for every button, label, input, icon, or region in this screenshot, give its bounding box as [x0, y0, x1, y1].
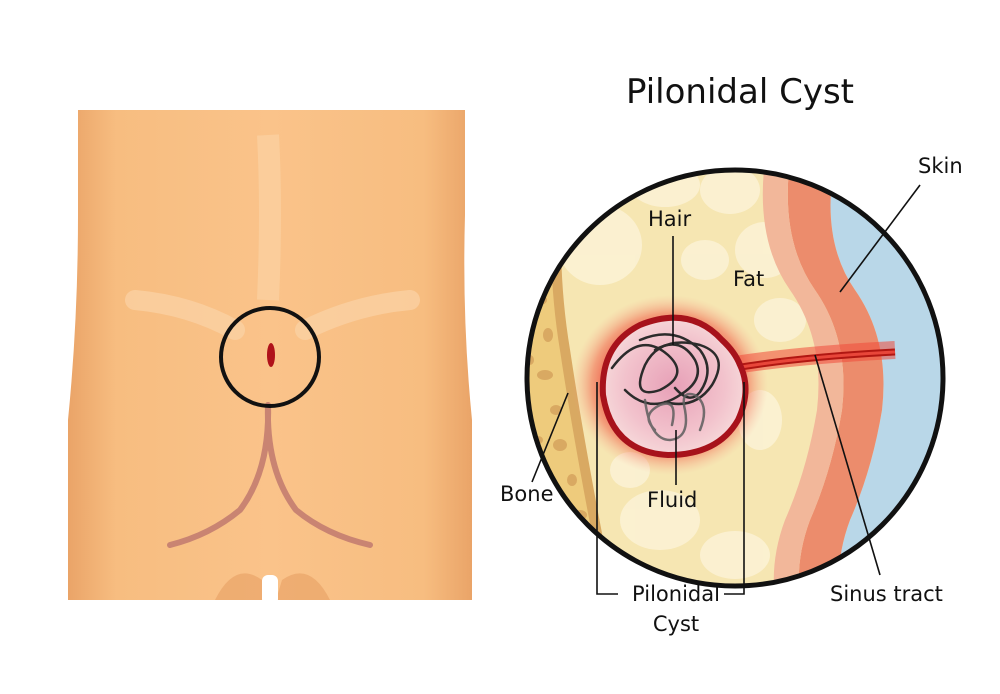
diagram-title: Pilonidal Cyst [625, 72, 855, 112]
label-sinus-tract: Sinus tract [830, 582, 943, 606]
hair-tangle [610, 333, 720, 406]
spine-highlight [257, 134, 281, 301]
cyst-leader-left [596, 382, 618, 595]
label-skin: Skin [918, 154, 963, 178]
skin-layer [787, 170, 884, 586]
dermis-layer [762, 170, 844, 586]
magnify-ring [219, 306, 321, 408]
bone-leader [531, 392, 569, 483]
label-fat: Fat [733, 267, 765, 291]
label-bone: Bone [500, 482, 554, 506]
label-fluid: Fluid [647, 488, 698, 512]
cyst-sac [599, 314, 749, 459]
right-thigh-shadow [276, 573, 330, 600]
right-dimple-highlight [295, 290, 420, 340]
cyst-leader-right [724, 382, 745, 595]
right-gluteal-line [264, 402, 373, 548]
skin-leader [839, 184, 921, 293]
label-cyst-line1: Pilonidal [632, 582, 720, 606]
torso-illustration [68, 110, 472, 605]
label-hair: Hair [648, 207, 692, 231]
left-dimple-highlight [125, 290, 245, 340]
sinus-opening [267, 343, 275, 367]
magnified-view-border [524, 167, 946, 589]
sinus-tract-leader [814, 354, 881, 576]
leader-lines [531, 184, 921, 595]
cross-section [527, 170, 943, 586]
leg-gap [262, 575, 278, 605]
label-cyst-line2: Cyst [652, 612, 700, 636]
left-thigh-shadow [215, 573, 270, 600]
